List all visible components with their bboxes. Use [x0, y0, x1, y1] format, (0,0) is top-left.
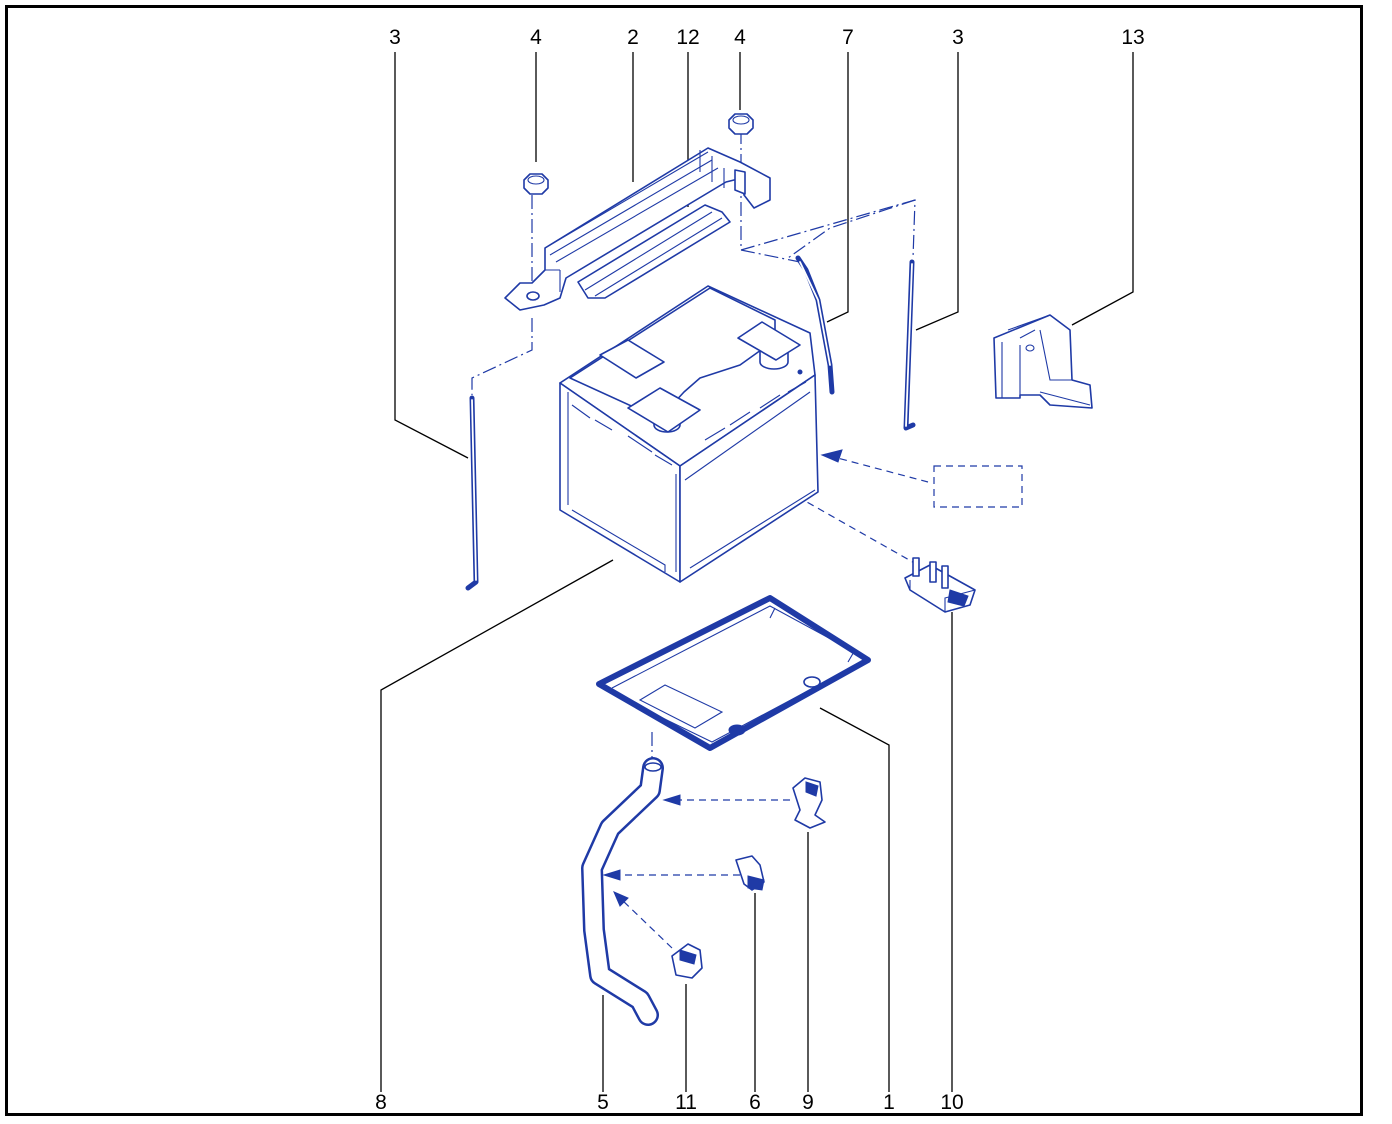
- callout-6: 6: [749, 1091, 761, 1114]
- callout-9: 9: [802, 1091, 814, 1114]
- callout-1: 1: [883, 1091, 895, 1114]
- callout-11: 11: [675, 1091, 697, 1114]
- vent-tube: [795, 255, 835, 395]
- leader-13: [1071, 52, 1134, 326]
- leader-7: [826, 52, 849, 323]
- nut-right: [728, 113, 754, 135]
- battery-clamp: [504, 147, 771, 311]
- leader-1: [819, 707, 890, 1092]
- top-callouts: 3 4 2 12 4 7 3 13: [389, 26, 1145, 49]
- leader-8: [380, 559, 614, 1092]
- terminal-connector: [904, 557, 976, 613]
- hose-clip-11: [671, 943, 703, 979]
- leader-lines: [380, 52, 1134, 1092]
- callout-3-left: 3: [389, 26, 401, 49]
- drain-hose: [581, 757, 664, 1026]
- battery-cover: [993, 314, 1093, 409]
- j-bolt-left: [465, 395, 479, 591]
- hose-clip-9: [792, 777, 826, 829]
- hidden-component-outline: [933, 465, 1023, 508]
- terminal-negative: [627, 387, 701, 433]
- callout-7: 7: [842, 26, 854, 49]
- nut-left: [523, 173, 549, 195]
- bottom-callouts: 8 5 11 6 9 1 10: [375, 1091, 964, 1114]
- callout-4-left: 4: [530, 26, 542, 49]
- callout-13: 13: [1121, 26, 1144, 49]
- terminal-positive: [737, 321, 801, 370]
- leader-3-right: [915, 52, 959, 331]
- callout-12: 12: [676, 26, 699, 49]
- callout-4-right: 4: [734, 26, 746, 49]
- callout-8: 8: [375, 1091, 387, 1114]
- leader-3-left: [394, 52, 469, 459]
- clamp-channel: [577, 204, 731, 299]
- callout-3-right: 3: [952, 26, 964, 49]
- j-bolt-right: [903, 259, 916, 431]
- callout-5: 5: [597, 1091, 609, 1114]
- battery-tray: [596, 595, 871, 751]
- battery: [559, 285, 819, 583]
- callout-10: 10: [940, 1091, 963, 1114]
- callout-2: 2: [627, 26, 639, 49]
- hose-clip-6: [735, 855, 765, 891]
